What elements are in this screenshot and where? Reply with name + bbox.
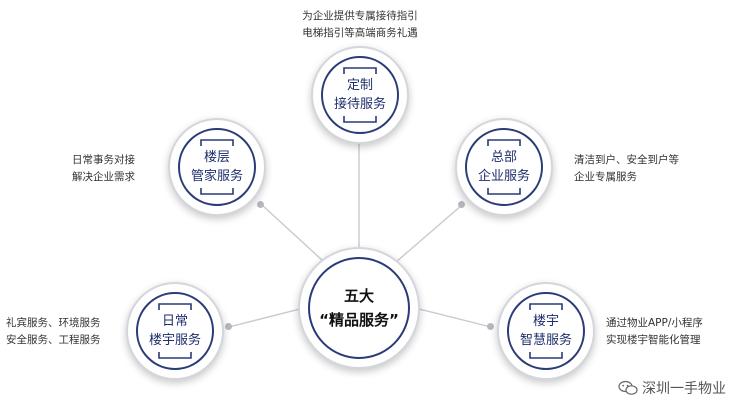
node-label-line1: 定制 bbox=[346, 78, 373, 93]
center-title: 五大 “精品服务” bbox=[300, 284, 418, 332]
center-title-line2: “精品服务” bbox=[319, 311, 399, 329]
bracket-frame-icon bbox=[200, 139, 234, 195]
caption-line: 清洁到户、安全到户等 bbox=[574, 154, 679, 166]
node-label-line2: 智慧服务 bbox=[519, 333, 572, 348]
connector-dot-daily bbox=[225, 323, 232, 330]
caption-line: 日常事务对接 bbox=[72, 154, 135, 166]
node-smart-building: 楼宇 智慧服务 bbox=[497, 282, 595, 380]
bracket-frame-icon bbox=[343, 67, 377, 123]
node-label: 楼层 管家服务 bbox=[170, 148, 264, 186]
bracket-frame-icon bbox=[158, 303, 192, 359]
node-label-line1: 楼宇 bbox=[532, 314, 559, 329]
node-floor-butler: 楼层 管家服务 bbox=[168, 118, 266, 216]
node-ring bbox=[507, 292, 585, 370]
node-ring bbox=[136, 292, 214, 370]
caption-reception: 为企业提供专属接待指引 电梯指引等高端商务礼遇 bbox=[278, 8, 442, 42]
caption-smart-building: 通过物业APP/小程序 实现楼宇智能化管理 bbox=[606, 315, 703, 349]
caption-line: 电梯指引等高端商务礼遇 bbox=[302, 27, 418, 39]
center-node: 五大 “精品服务” bbox=[298, 247, 420, 369]
center-title-line1: 五大 bbox=[343, 287, 374, 305]
node-label-line1: 日常 bbox=[161, 314, 188, 329]
connector-dot-hq bbox=[458, 201, 465, 208]
center-node-ring bbox=[308, 257, 410, 359]
caption-line: 安全服务、工程服务 bbox=[6, 334, 101, 346]
node-hq: 总部 企业服务 bbox=[455, 118, 553, 216]
node-reception: 定制 接待服务 bbox=[311, 46, 409, 144]
caption-line: 解决企业需求 bbox=[72, 171, 135, 183]
node-ring bbox=[321, 56, 399, 134]
caption-line: 通过物业APP/小程序 bbox=[606, 317, 703, 329]
caption-line: 礼宾服务、环境服务 bbox=[6, 317, 101, 329]
caption-hq: 清洁到户、安全到户等 企业专属服务 bbox=[574, 152, 679, 186]
node-label: 楼宇 智慧服务 bbox=[499, 312, 593, 350]
node-label: 总部 企业服务 bbox=[457, 148, 551, 186]
connector-dot-floor bbox=[257, 201, 264, 208]
node-label-line2: 管家服务 bbox=[190, 169, 243, 184]
node-label: 定制 接待服务 bbox=[313, 76, 407, 114]
node-ring bbox=[178, 128, 256, 206]
node-ring bbox=[465, 128, 543, 206]
node-label-line2: 楼宇服务 bbox=[148, 333, 201, 348]
caption-line: 企业专属服务 bbox=[574, 171, 637, 183]
caption-daily-building: 礼宾服务、环境服务 安全服务、工程服务 bbox=[6, 315, 101, 349]
node-label-line1: 总部 bbox=[490, 150, 517, 165]
caption-floor-butler: 日常事务对接 解决企业需求 bbox=[72, 152, 135, 186]
node-label-line2: 接待服务 bbox=[333, 97, 386, 112]
caption-line: 实现楼宇智能化管理 bbox=[606, 334, 701, 346]
connector-dot-smart bbox=[487, 323, 494, 330]
watermark: 深圳一手物业 bbox=[618, 378, 726, 398]
bracket-frame-icon bbox=[487, 139, 521, 195]
node-daily-building: 日常 楼宇服务 bbox=[126, 282, 224, 380]
node-label: 日常 楼宇服务 bbox=[128, 312, 222, 350]
watermark-text: 深圳一手物业 bbox=[642, 381, 726, 397]
node-label-line1: 楼层 bbox=[203, 150, 230, 165]
node-label-line2: 企业服务 bbox=[477, 169, 530, 184]
bracket-frame-icon bbox=[529, 303, 563, 359]
wechat-icon bbox=[618, 380, 638, 395]
caption-line: 为企业提供专属接待指引 bbox=[302, 10, 418, 22]
